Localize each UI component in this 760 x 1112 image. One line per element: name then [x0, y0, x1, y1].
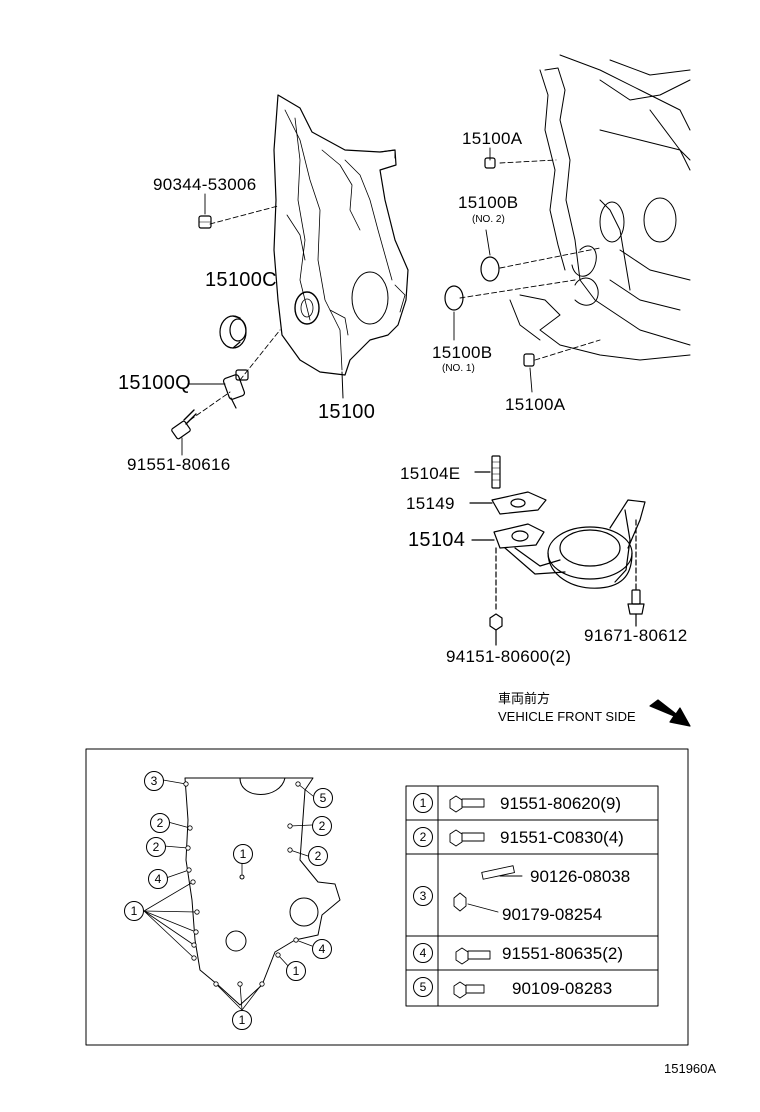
label-15100C: 15100C [205, 269, 277, 291]
label-15104E: 15104E [400, 464, 461, 483]
figure-id: 151960A [664, 1061, 717, 1076]
label-15100B-no2-sub: (NO. 2) [472, 214, 505, 225]
label-15104: 15104 [408, 529, 466, 551]
bolt-layout-bolt-points [183, 781, 301, 987]
callout-1: 1 [232, 1010, 252, 1030]
callout-1: 1 [233, 844, 253, 864]
strainer-15104-drawing [471, 499, 646, 613]
bolt-table-grid [405, 785, 659, 1007]
table-part-5: 90109-08283 [512, 979, 613, 998]
sensor-drawing [222, 369, 249, 409]
vehicle-front-en: VEHICLE FRONT SIDE [498, 709, 636, 724]
table-part-3a: 90126-08038 [530, 867, 631, 886]
o-ring-no2-drawing [480, 256, 500, 282]
callout-5: 5 [313, 788, 333, 808]
callout-2: 2 [150, 813, 170, 833]
table-index-3: 3 [413, 886, 433, 906]
callout-4: 4 [312, 939, 332, 959]
gasket-15149-drawing [469, 491, 547, 515]
bolt-90344-drawing [198, 215, 212, 229]
table-part-1: 91551-80620(9) [500, 794, 621, 813]
table-index-4: 4 [413, 943, 433, 963]
front-arrow-icon [649, 699, 691, 727]
leader-lines-engine [453, 147, 601, 393]
o-ring-no1-drawing [444, 285, 464, 311]
dowel-pin-top-drawing [484, 157, 496, 169]
nut-94151-drawing [489, 613, 503, 646]
label-91551-80616: 91551-80616 [127, 455, 231, 474]
bolt-91551-80616-drawing [171, 409, 197, 440]
timing-cover [273, 94, 409, 399]
callout-4: 4 [148, 869, 168, 889]
bolt-91671-drawing [627, 589, 645, 627]
label-94151-80600: 94151-80600(2) [446, 647, 572, 666]
table-part-3b: 90179-08254 [502, 905, 603, 924]
label-15100Q: 15100Q [118, 372, 191, 394]
callout-1: 1 [286, 961, 306, 981]
label-15100B-no1-sub: (NO. 1) [442, 363, 475, 374]
table-index-5: 5 [413, 977, 433, 997]
label-91671-80612: 91671-80612 [584, 626, 688, 645]
callout-2: 2 [312, 816, 332, 836]
callout-3: 3 [144, 771, 164, 791]
table-part-4: 91551-80635(2) [502, 944, 623, 963]
table-index-1: 1 [413, 793, 433, 813]
table-index-2: 2 [413, 827, 433, 847]
stud-15104E-drawing [474, 455, 501, 489]
oil-seal-drawing [219, 315, 247, 349]
table-bolt-icons [449, 795, 523, 999]
label-15100B-no2: 15100B [458, 193, 519, 212]
engine-block [509, 54, 691, 361]
callout-2: 2 [308, 846, 328, 866]
label-15149: 15149 [406, 494, 455, 513]
leader-lines-cover [181, 193, 281, 456]
table-part-2: 91551-C0830(4) [500, 828, 624, 847]
label-15100: 15100 [318, 401, 376, 423]
callout-2: 2 [146, 837, 166, 857]
callout-1: 1 [124, 901, 144, 921]
label-90344-53006: 90344-53006 [153, 175, 257, 194]
label-15100A-top: 15100A [462, 129, 523, 148]
bolt-layout-frame [85, 748, 689, 1046]
label-15100A-bottom: 15100A [505, 395, 566, 414]
label-15100B-no1: 15100B [432, 343, 493, 362]
dowel-pin-bottom-drawing [523, 353, 535, 367]
bolt-layout-cover-outline [184, 777, 341, 1006]
vehicle-front-jp: 車両前方 [498, 691, 551, 706]
